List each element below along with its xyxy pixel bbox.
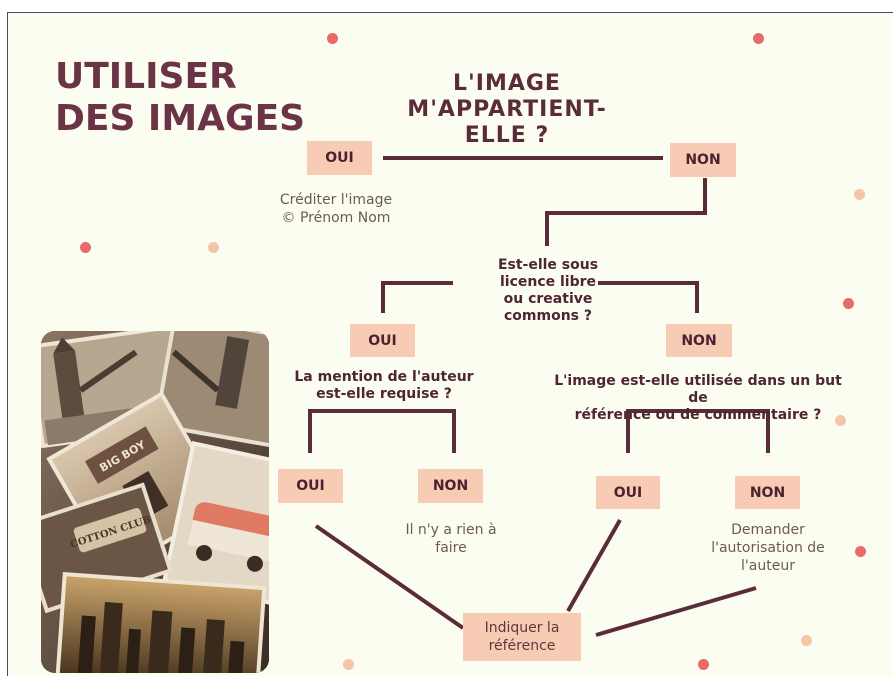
q3-no-note-line-1: Il n'y a rien à <box>405 522 497 538</box>
decor-dot <box>835 415 846 426</box>
line-oui-to-result <box>314 524 465 630</box>
q1-yes-note-line-1: Créditer l'image <box>279 192 393 208</box>
q3-no-note: Il n'y a rien à faire <box>376 521 526 557</box>
q4-no-box: NON <box>735 476 800 509</box>
q4-no-note-line-2: l'autorisation de <box>711 540 825 556</box>
q4-no-note: Demander l'autorisation de l'auteur <box>688 521 848 575</box>
postcards-photo: BIG BOY COTTON CLUB <box>41 331 269 673</box>
decor-dot <box>208 242 219 253</box>
result-line-2: référence <box>488 638 556 654</box>
question-2: Est-elle sous licence libre ou creative … <box>478 257 618 325</box>
q2-no-box: NON <box>666 324 732 357</box>
question-4-line-1: L'image est-elle utilisée dans un but de <box>554 373 842 406</box>
question-2-line-2: licence libre <box>499 274 597 290</box>
result-box: Indiquer la référence <box>463 613 581 661</box>
q3-no-box: NON <box>418 469 483 503</box>
line-q3-branches <box>308 409 456 453</box>
line-q4-branches <box>626 409 770 453</box>
title-line-2: DES IMAGES <box>55 98 306 139</box>
line-oui2-to-result <box>566 519 622 612</box>
question-1-line-1: L'IMAGE <box>453 71 561 96</box>
title-line-1: UTILISER <box>55 56 237 97</box>
question-4-line-2: référence ou de commentaire ? <box>574 407 822 423</box>
line-q2-right <box>598 281 699 313</box>
question-4: L'image est-elle utilisée dans un but de… <box>548 373 848 424</box>
question-3-line-1: La mention de l'auteur <box>294 369 474 385</box>
q1-yes-note-line-2: © Prénom Nom <box>281 210 391 226</box>
decor-dot <box>801 635 812 646</box>
decor-dot <box>854 189 865 200</box>
q1-yes-note: Créditer l'image © Prénom Nom <box>256 191 416 227</box>
line-q2-left <box>381 281 453 313</box>
q3-yes-box: OUI <box>278 469 343 503</box>
result-line-1: Indiquer la <box>484 620 560 636</box>
question-3: La mention de l'auteur est-elle requise … <box>282 369 486 403</box>
question-2-line-1: Est-elle sous <box>497 257 599 273</box>
decor-dot <box>698 659 709 670</box>
question-1: L'IMAGE M'APPARTIENT- ELLE ? <box>392 71 622 149</box>
infographic: UTILISER DES IMAGES L'IMAGE M'APPARTIENT… <box>7 12 893 676</box>
q1-no-box: NON <box>670 143 736 177</box>
q4-yes-box: OUI <box>596 476 660 509</box>
connector-lines <box>308 156 770 637</box>
q2-yes-box: OUI <box>350 324 415 357</box>
q3-no-note-line-2: faire <box>435 540 467 556</box>
question-1-line-3: ELLE ? <box>464 123 550 148</box>
question-1-line-2: M'APPARTIENT- <box>407 97 607 122</box>
question-2-line-3: ou creative <box>503 291 593 307</box>
q4-no-note-line-1: Demander <box>731 522 805 538</box>
q4-no-note-line-3: l'auteur <box>741 558 795 574</box>
line-non-to-q2 <box>545 178 707 246</box>
question-2-line-4: commons ? <box>503 308 592 324</box>
decor-dot <box>80 242 91 253</box>
question-3-line-2: est-elle requise ? <box>316 386 452 402</box>
line-non-to-result <box>595 586 757 637</box>
postcards-collage-image: BIG BOY COTTON CLUB <box>41 331 269 673</box>
decor-dot <box>343 659 354 670</box>
decor-dot <box>327 33 338 44</box>
decor-dot <box>753 33 764 44</box>
decor-dot <box>843 298 854 309</box>
decor-dot <box>855 546 866 557</box>
q1-yes-box: OUI <box>307 141 372 175</box>
